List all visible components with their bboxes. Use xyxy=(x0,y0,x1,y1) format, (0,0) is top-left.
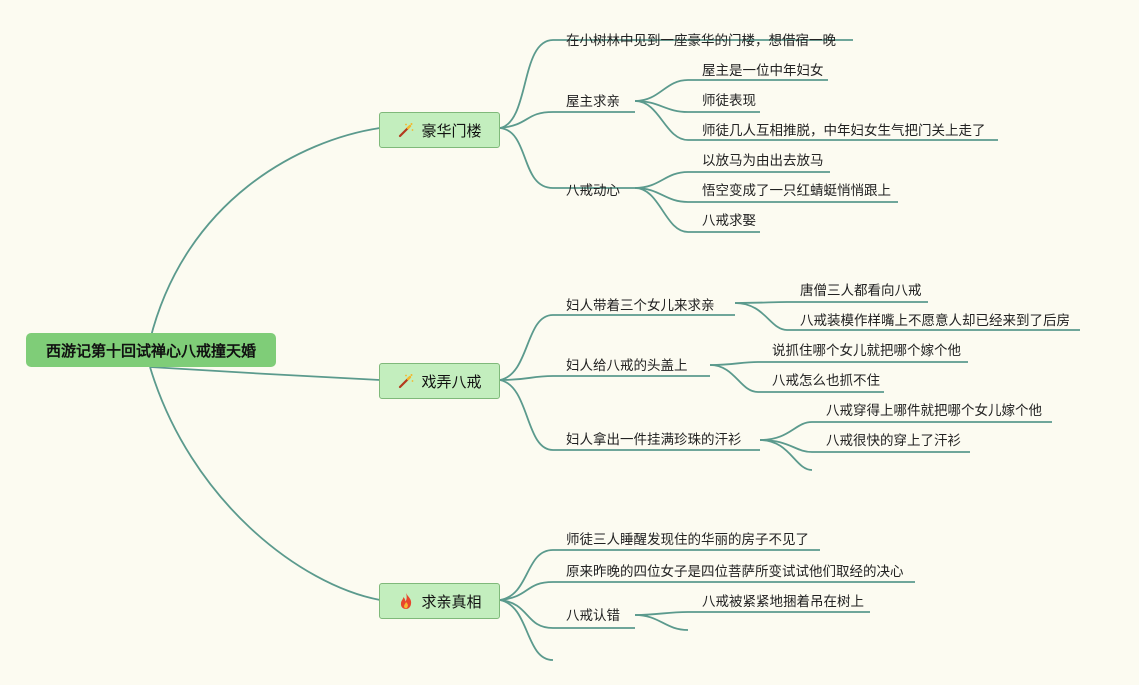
subtopic-node[interactable]: 八戒求娶 xyxy=(702,213,756,229)
subtopic-node[interactable]: 八戒装模作样嘴上不愿意人却已经来到了后房 xyxy=(800,313,1070,329)
connector-b1-c2 xyxy=(499,111,635,129)
magic-wand-icon xyxy=(399,374,414,389)
branch-node-1[interactable]: 豪华门楼 xyxy=(379,112,500,148)
connector-root-branch3 xyxy=(149,366,381,601)
subtopic-node[interactable]: 八戒很快的穿上了汗衫 xyxy=(826,433,961,449)
subtopic-node[interactable]: 唐僧三人都看向八戒 xyxy=(800,283,922,299)
connector-b1-c3 xyxy=(499,127,635,189)
topic-node[interactable]: 妇人给八戒的头盖上 xyxy=(566,358,688,374)
topic-node[interactable]: 在小树林中见到一座豪华的门楼，想借宿一晚 xyxy=(566,33,836,49)
root-node[interactable]: 西游记第十回试禅心八戒撞天婚 xyxy=(26,333,276,367)
topic-node[interactable]: 师徒三人睡醒发现住的华丽的房子不见了 xyxy=(566,532,809,548)
root-label: 西游记第十回试禅心八戒撞天婚 xyxy=(45,341,256,360)
topic-node[interactable]: 八戒动心 xyxy=(566,183,620,199)
branch-label: 戏弄八戒 xyxy=(421,372,482,391)
connector-c3-g1 xyxy=(634,171,830,189)
connector-e3-g1 xyxy=(634,611,870,616)
topic-node[interactable]: 原来昨晚的四位女子是四位菩萨所变试试他们取经的决心 xyxy=(566,564,904,580)
subtopic-node[interactable]: 以放马为由出去放马 xyxy=(702,153,824,169)
connector-d3-g3 xyxy=(759,439,813,471)
connector-b3-c4 xyxy=(499,599,554,661)
subtopic-node[interactable]: 八戒穿得上哪件就把哪个女儿嫁个他 xyxy=(826,403,1042,419)
subtopic-node[interactable]: 师徒几人互相推脱，中年妇女生气把门关上走了 xyxy=(702,123,986,139)
subtopic-node[interactable]: 八戒被紧紧地捆着吊在树上 xyxy=(702,594,864,610)
connector-root-branch1 xyxy=(149,127,381,341)
connector-b2-c3 xyxy=(499,379,760,451)
connector-d2-g1 xyxy=(709,361,968,366)
branch-label: 豪华门楼 xyxy=(421,121,482,140)
connector-d1-g2 xyxy=(734,302,1080,331)
subtopic-node[interactable]: 八戒怎么也抓不住 xyxy=(772,373,880,389)
topic-node[interactable]: 妇人拿出一件挂满珍珠的汗衫 xyxy=(566,432,742,448)
magic-wand-icon xyxy=(399,123,414,138)
branch-node-2[interactable]: 戏弄八戒 xyxy=(379,363,500,399)
connector-d2-g2 xyxy=(709,364,884,393)
connector-root-branch2 xyxy=(149,366,381,381)
subtopic-node[interactable]: 悟空变成了一只红蜻蜓悄悄跟上 xyxy=(702,183,891,199)
branch-node-3[interactable]: 求亲真相 xyxy=(379,583,500,619)
connector-b1-c1 xyxy=(499,39,853,129)
branch-label: 求亲真相 xyxy=(421,592,482,611)
connector-c2-g3 xyxy=(634,100,998,141)
connector-c2-g1 xyxy=(634,79,828,102)
subtopic-node[interactable]: 屋主是一位中年妇女 xyxy=(702,63,824,79)
connector-b2-c2 xyxy=(499,375,710,381)
topic-node[interactable]: 屋主求亲 xyxy=(566,94,620,110)
topic-node[interactable]: 妇人带着三个女儿来求亲 xyxy=(566,298,715,314)
connector-b3-c2 xyxy=(499,581,915,601)
subtopic-node[interactable]: 师徒表现 xyxy=(702,93,756,109)
connector-b3-c1 xyxy=(499,549,820,601)
connector-e3-g2 xyxy=(634,614,689,631)
connector-d1-g1 xyxy=(734,301,928,304)
fire-icon xyxy=(401,593,412,609)
subtopic-node[interactable]: 说抓住哪个女儿就把哪个嫁个他 xyxy=(772,343,961,359)
connector-d3-g1 xyxy=(759,421,1052,441)
connector-b3-c3 xyxy=(499,599,635,629)
topic-node[interactable]: 八戒认错 xyxy=(566,608,620,624)
connector-b2-c1 xyxy=(499,314,735,381)
connector-c3-g3 xyxy=(634,187,760,233)
